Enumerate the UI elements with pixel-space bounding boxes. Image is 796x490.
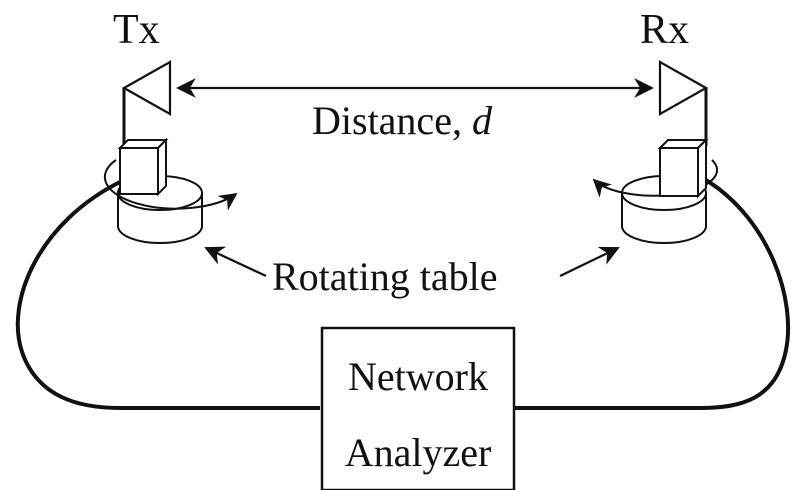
rx-rotating-table: [592, 137, 719, 244]
network-analyzer-box: [320, 326, 516, 490]
tx-cube-side: [157, 137, 167, 197]
network-analyzer-line2: Analyzer: [345, 430, 492, 475]
rx-cube-front: [659, 147, 699, 197]
rotating-table-label: Rotating table: [272, 254, 498, 299]
tx-table-pointer: [204, 246, 267, 277]
rx-label: Rx: [640, 7, 689, 53]
tx-rotating-table: [103, 137, 238, 244]
tx-label: Tx: [113, 7, 160, 53]
distance-text: Distance,: [312, 98, 472, 143]
tx-rotation-arrow: [103, 159, 238, 211]
rx-table-pointer: [559, 246, 620, 277]
rx-antenna: [658, 60, 709, 116]
rx-cube-side: [697, 137, 707, 199]
tx-cable: [15, 180, 320, 410]
tx-antenna: [121, 60, 172, 116]
distance-variable: d: [472, 98, 493, 143]
tx-cube-front: [119, 147, 159, 195]
network-analyzer-line1: Network: [348, 354, 488, 399]
rx-cable: [515, 178, 791, 410]
distance-label: Distance, d: [312, 98, 493, 143]
